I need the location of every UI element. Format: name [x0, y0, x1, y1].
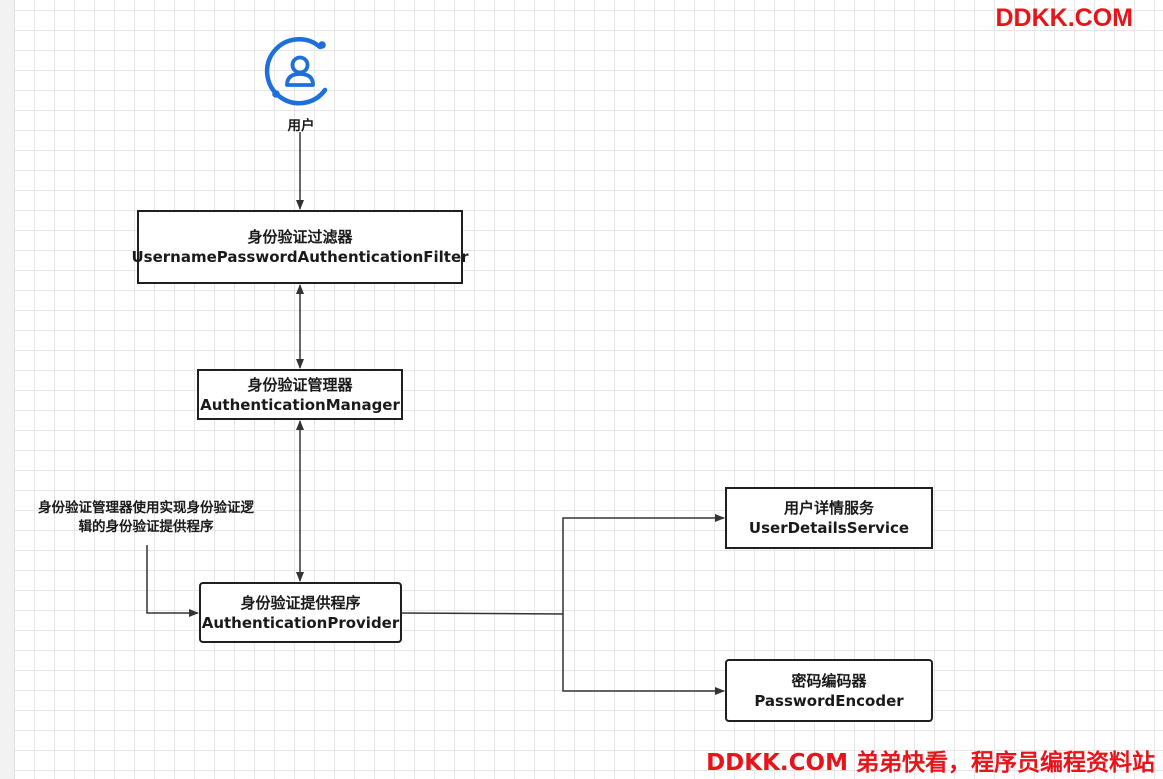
provider-node-class: AuthenticationProvider [201, 613, 400, 632]
encoder-node[interactable]: 密码编码器 PasswordEncoder [725, 659, 933, 722]
edge-provider-to-userdetails [400, 514, 725, 615]
manager-node-title: 身份验证管理器 [247, 375, 353, 394]
user-icon [264, 36, 328, 106]
filter-node[interactable]: 身份验证过滤器 UsernamePasswordAuthenticationFi… [131, 210, 469, 284]
userdetails-node-class: UserDetailsService [748, 519, 910, 537]
userdetails-node-title: 用户详情服务 [783, 499, 874, 517]
edge-annotation-to-provider [146, 545, 199, 617]
annotation-text: 身份验证管理器使用实现身份验证逻 辑的身份验证提供程序 [20, 499, 272, 537]
user-label: 用户 [287, 118, 315, 134]
watermark-bottom: DDKK.COM 弟弟快看，程序员编程资料站 [706, 750, 1155, 776]
encoder-node-class: PasswordEncoder [754, 691, 904, 710]
watermark-top: DDKK.COM [995, 4, 1134, 32]
provider-node-title: 身份验证提供程序 [240, 593, 361, 612]
userdetails-node[interactable]: 用户详情服务 UserDetailsService [725, 487, 933, 549]
edge-provider-to-encoder [562, 614, 725, 695]
manager-node-class: AuthenticationManager [200, 395, 400, 414]
canvas-left-edge [0, 0, 15, 779]
provider-node[interactable]: 身份验证提供程序 AuthenticationProvider [199, 582, 402, 643]
encoder-node-title: 密码编码器 [791, 671, 867, 690]
annotation-line-1: 身份验证管理器使用实现身份验证逻 [38, 500, 254, 516]
annotation-line-2: 辑的身份验证提供程序 [78, 519, 214, 535]
filter-node-title: 身份验证过滤器 [247, 228, 353, 246]
manager-node[interactable]: 身份验证管理器 AuthenticationManager [197, 369, 403, 420]
filter-node-class: UsernamePasswordAuthenticationFilter [131, 248, 469, 266]
